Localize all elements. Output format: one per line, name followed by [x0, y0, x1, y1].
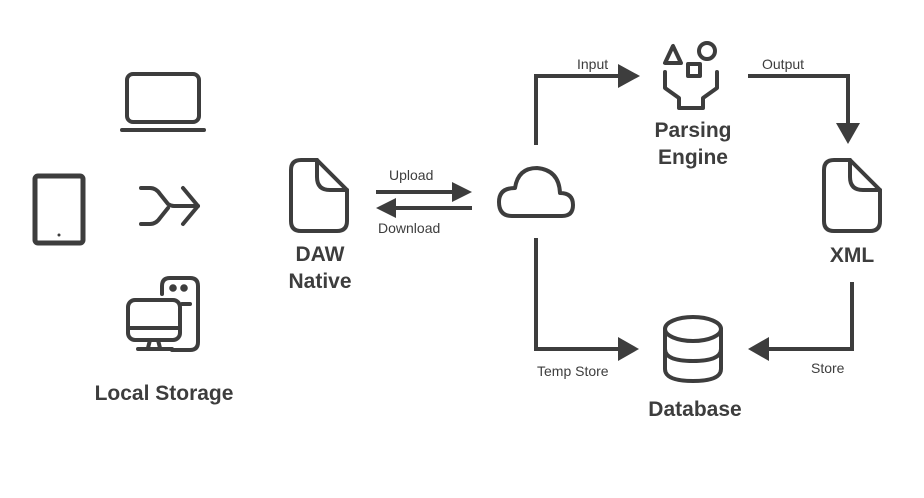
- desktop-computer-icon: [126, 276, 200, 352]
- edge-label-download: Download: [378, 220, 441, 236]
- node-label-parsing-engine: Parsing Engine: [654, 119, 732, 169]
- edge-label-upload: Upload: [389, 167, 434, 183]
- edge-label-output: Output: [762, 56, 805, 72]
- file-icon: [289, 158, 349, 233]
- database-icon: [663, 315, 723, 383]
- merge-arrow-icon: [139, 186, 200, 226]
- edge-download: [376, 198, 472, 218]
- edge-input: [534, 64, 640, 145]
- edge-store: [748, 282, 854, 361]
- edge-temp-store: [534, 238, 639, 361]
- edge-label-store: Store: [811, 360, 845, 376]
- edge-label-input: Input: [577, 56, 609, 72]
- edge-output: [748, 74, 860, 144]
- cloud-icon: [497, 166, 575, 218]
- laptop-icon: [120, 72, 206, 132]
- node-label-xml: XML: [829, 244, 875, 267]
- tablet-icon: [32, 173, 86, 246]
- node-label-daw-native: DAW Native: [288, 243, 352, 293]
- node-label-database: Database: [648, 398, 742, 421]
- edge-upload: [376, 182, 472, 202]
- node-label-local-storage: Local Storage: [94, 382, 234, 405]
- edge-label-temp-store: Temp Store: [537, 363, 609, 379]
- shape-funnel-icon: [663, 41, 719, 110]
- file-icon: [822, 158, 882, 233]
